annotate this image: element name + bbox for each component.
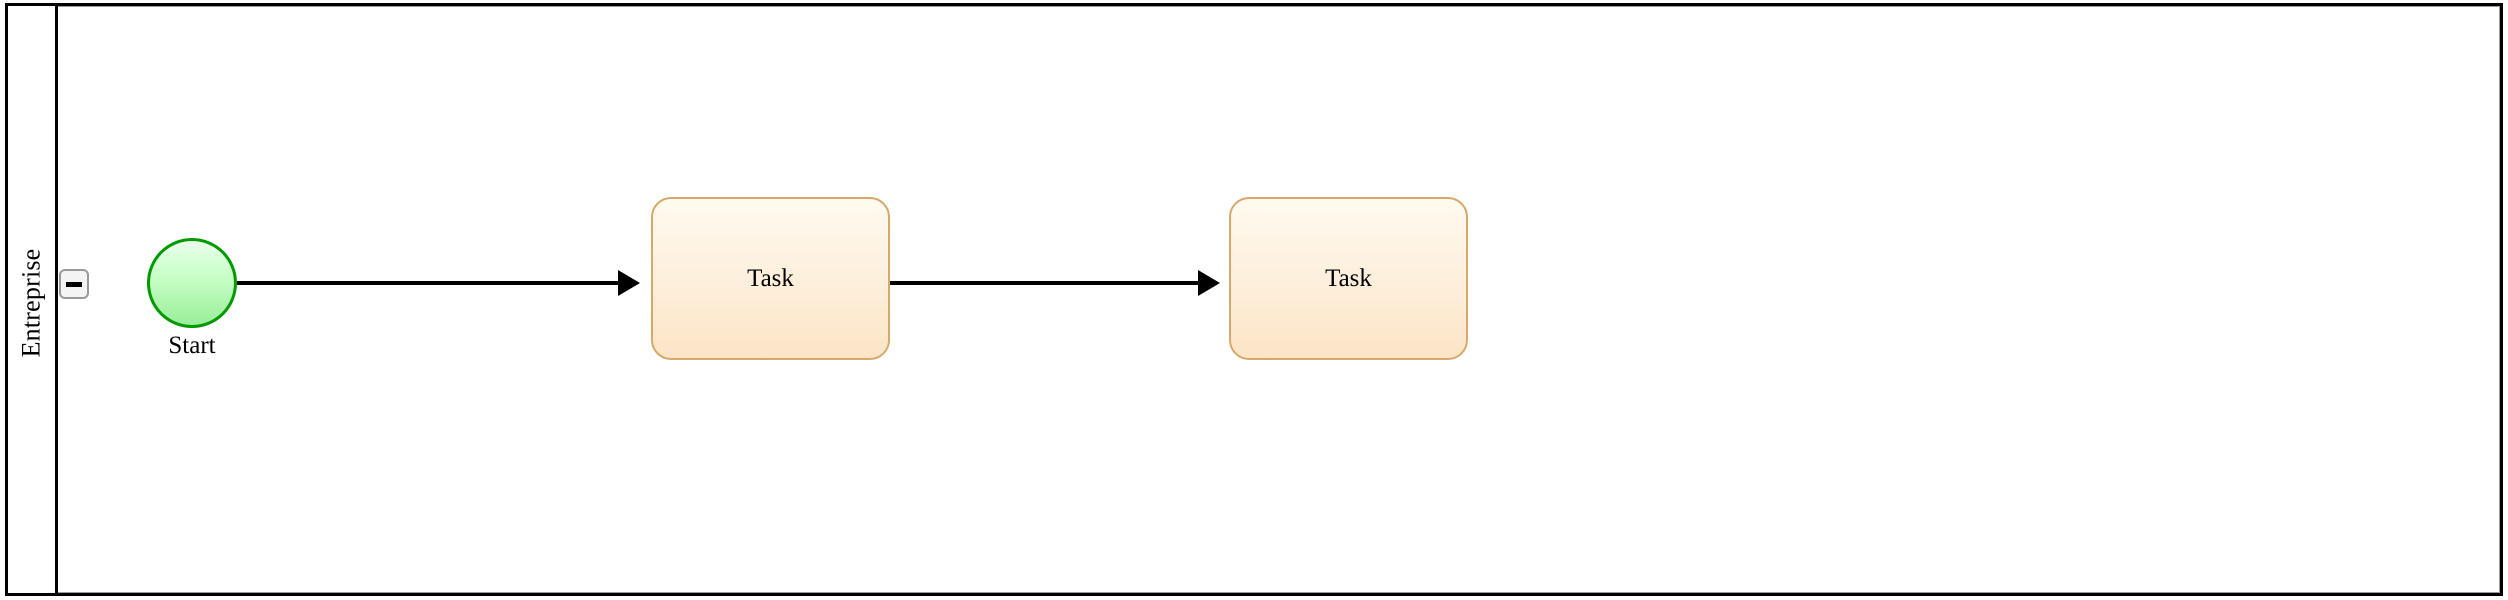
minus-icon	[66, 281, 82, 287]
arrowhead-icon	[1198, 270, 1220, 296]
lane-collapse-button[interactable]	[59, 269, 89, 299]
task-node-1[interactable]: Task	[651, 197, 890, 360]
lane-header-divider	[55, 6, 58, 593]
sequence-flow-task1-to-task2[interactable]	[890, 281, 1200, 285]
task-label: Task	[1325, 264, 1372, 292]
arrowhead-icon	[618, 270, 640, 296]
task-node-2[interactable]: Task	[1229, 197, 1468, 360]
sequence-flow-start-to-task1[interactable]	[237, 281, 618, 285]
start-event-node[interactable]	[147, 238, 237, 328]
lane-name-label: Entreprise	[16, 248, 46, 357]
task-label: Task	[747, 264, 794, 292]
lane-header-entreprise[interactable]: Entreprise	[8, 6, 55, 599]
start-event-label: Start	[168, 332, 216, 359]
